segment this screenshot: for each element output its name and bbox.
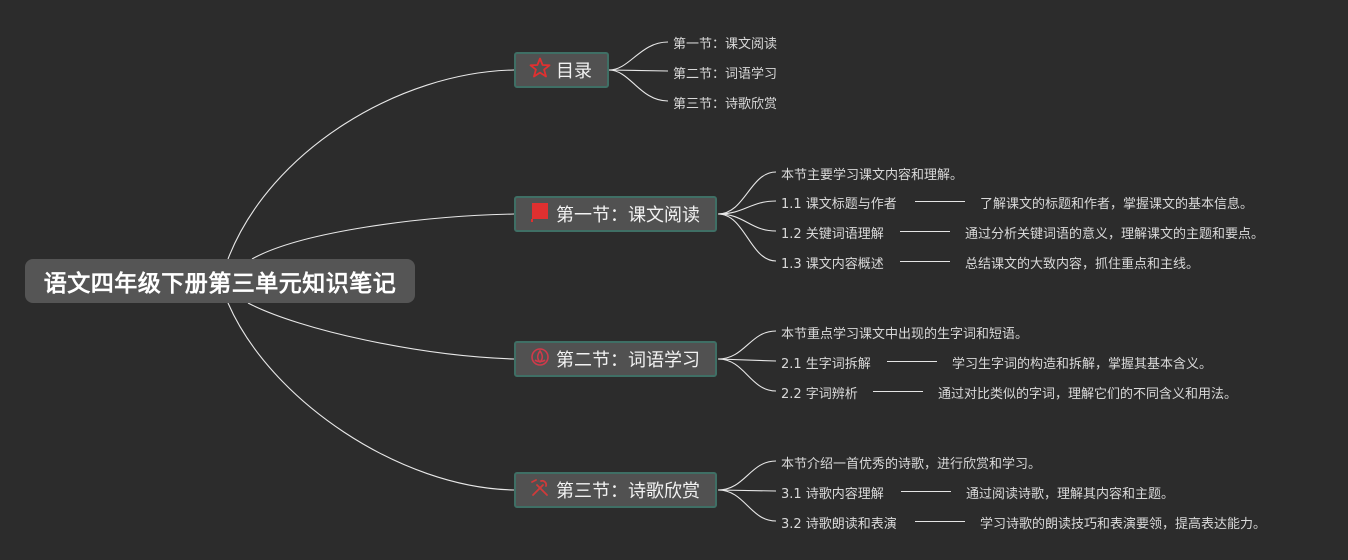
subsection-item[interactable]: 1.1 课文标题与作者 <box>781 197 897 212</box>
subsection-item[interactable]: 3.2 诗歌朗读和表演 <box>781 517 897 532</box>
subsection-detail: 通过分析关键词语的意义，理解课文的主题和要点。 <box>965 227 1265 242</box>
branch-section3[interactable]: 第三节：诗歌欣赏 <box>514 472 717 508</box>
subsection-item[interactable]: 2.1 生字词拆解 <box>781 357 871 372</box>
section-intro: 本节介绍一首优秀的诗歌，进行欣赏和学习。 <box>781 457 1042 472</box>
connector-root-catalog <box>227 69 515 260</box>
subsection-detail: 总结课文的大致内容，抓住重点和主线。 <box>965 257 1200 272</box>
red-flag-icon <box>528 200 552 229</box>
subsection-detail: 学习生字词的构造和拆解，掌握其基本含义。 <box>952 357 1213 372</box>
branch-catalog[interactable]: 目录 <box>514 52 609 88</box>
root-node[interactable]: 语文四年级下册第三单元知识笔记 <box>25 259 415 303</box>
detail-connector <box>900 231 950 232</box>
detail-connector <box>901 491 951 492</box>
connector-root-section3 <box>227 302 515 491</box>
connector-root-section2 <box>247 302 515 360</box>
branch-label: 目录 <box>556 61 592 82</box>
lotus-icon <box>528 345 552 374</box>
subsection-detail: 通过阅读诗歌，理解其内容和主题。 <box>966 487 1175 502</box>
subsection-detail: 了解课文的标题和作者，掌握课文的基本信息。 <box>980 197 1254 212</box>
section-intro: 本节重点学习课文中出现的生字词和短语。 <box>781 327 1029 342</box>
section-intro: 本节主要学习课文内容和理解。 <box>781 168 964 183</box>
branch-section1[interactable]: 第一节：课文阅读 <box>514 196 717 232</box>
branch-label: 第一节：课文阅读 <box>556 205 700 226</box>
branch-section2[interactable]: 第二节：词语学习 <box>514 341 717 377</box>
detail-connector <box>873 391 923 392</box>
detail-connector <box>915 521 965 522</box>
connector-root-section1 <box>251 213 515 260</box>
branch-label: 第三节：诗歌欣赏 <box>556 481 700 502</box>
catalog-item[interactable]: 第二节：词语学习 <box>673 67 778 82</box>
star-icon <box>528 56 552 85</box>
subsection-item[interactable]: 2.2 字词辨析 <box>781 387 858 402</box>
branch-label: 第二节：词语学习 <box>556 350 700 371</box>
root-title: 语文四年级下册第三单元知识笔记 <box>43 271 397 297</box>
catalog-item[interactable]: 第三节：诗歌欣赏 <box>673 97 778 112</box>
detail-connector <box>887 361 937 362</box>
detail-connector <box>900 261 950 262</box>
detail-connector <box>915 201 965 202</box>
subsection-item[interactable]: 1.3 课文内容概述 <box>781 257 884 272</box>
subsection-detail: 学习诗歌的朗读技巧和表演要领，提高表达能力。 <box>980 517 1267 532</box>
catalog-item[interactable]: 第一节：课文阅读 <box>673 37 778 52</box>
subsection-item[interactable]: 3.1 诗歌内容理解 <box>781 487 884 502</box>
subsection-item[interactable]: 1.2 关键词语理解 <box>781 227 884 242</box>
tools-icon <box>528 476 552 505</box>
subsection-detail: 通过对比类似的字词，理解它们的不同含义和用法。 <box>938 387 1238 402</box>
